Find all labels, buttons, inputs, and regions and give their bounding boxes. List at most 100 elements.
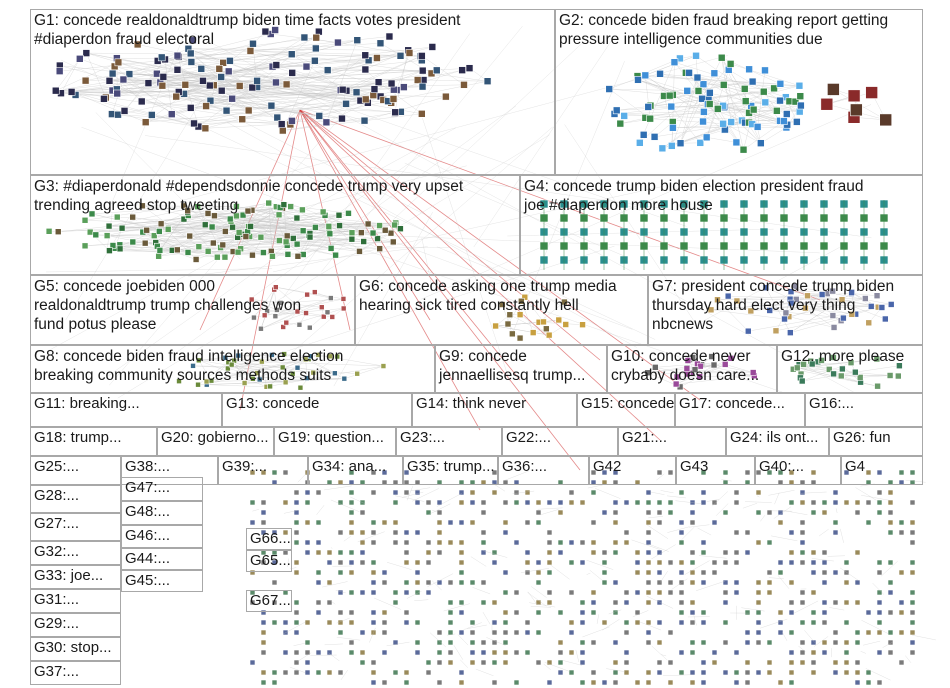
node bbox=[612, 509, 619, 516]
node bbox=[249, 519, 256, 526]
node bbox=[403, 619, 410, 626]
node bbox=[118, 224, 126, 232]
node bbox=[909, 639, 916, 646]
node bbox=[876, 599, 883, 606]
edge bbox=[178, 91, 396, 113]
node bbox=[370, 589, 377, 596]
node bbox=[195, 357, 202, 364]
node bbox=[282, 469, 289, 476]
node bbox=[418, 66, 427, 75]
node bbox=[392, 639, 399, 646]
node bbox=[887, 609, 894, 616]
node bbox=[843, 599, 850, 606]
node bbox=[281, 351, 288, 357]
edge bbox=[395, 495, 425, 502]
edge bbox=[790, 317, 844, 333]
node bbox=[403, 539, 410, 546]
node bbox=[447, 629, 454, 636]
node bbox=[345, 210, 352, 217]
edge bbox=[760, 127, 787, 144]
node bbox=[612, 549, 619, 556]
node bbox=[590, 669, 597, 676]
node bbox=[326, 599, 333, 606]
node bbox=[436, 529, 443, 536]
group-label-line: G33: joe... bbox=[34, 567, 104, 584]
edge bbox=[608, 551, 610, 553]
edge bbox=[108, 206, 198, 227]
edge bbox=[717, 299, 749, 332]
node bbox=[645, 499, 652, 506]
edge bbox=[431, 580, 442, 591]
edge bbox=[197, 206, 340, 216]
node bbox=[711, 519, 718, 526]
group-label-line: realdonaldtrump trump challenges won bbox=[34, 297, 302, 314]
node bbox=[898, 569, 905, 576]
node bbox=[524, 519, 531, 526]
group-label-line: G10: concede never bbox=[611, 348, 751, 365]
node bbox=[759, 87, 768, 96]
edge bbox=[769, 291, 792, 311]
node bbox=[370, 519, 377, 526]
node bbox=[458, 559, 465, 566]
node bbox=[612, 519, 619, 526]
node bbox=[311, 289, 318, 295]
node bbox=[392, 489, 399, 496]
edge bbox=[60, 58, 81, 94]
node bbox=[546, 589, 553, 596]
group-g47: G47:... bbox=[121, 477, 203, 501]
group-label: G37:... bbox=[34, 663, 79, 680]
node bbox=[568, 489, 575, 496]
node bbox=[137, 97, 146, 106]
edge bbox=[706, 499, 720, 502]
node bbox=[696, 373, 703, 380]
edge bbox=[760, 515, 766, 522]
node bbox=[683, 365, 691, 373]
edge bbox=[117, 114, 291, 125]
node bbox=[810, 669, 817, 676]
node bbox=[315, 519, 322, 526]
node bbox=[792, 296, 800, 303]
edge bbox=[912, 634, 936, 641]
node bbox=[656, 639, 663, 646]
node bbox=[282, 669, 289, 676]
edge bbox=[647, 372, 688, 375]
node bbox=[312, 224, 319, 231]
edge bbox=[793, 600, 819, 614]
node bbox=[898, 469, 905, 476]
node bbox=[810, 559, 817, 566]
node bbox=[546, 549, 553, 556]
group-label-line: G2: concede biden fraud breaking report … bbox=[559, 12, 889, 29]
node bbox=[403, 469, 410, 476]
node bbox=[304, 639, 311, 646]
node bbox=[678, 529, 685, 536]
node bbox=[370, 659, 377, 666]
node bbox=[645, 599, 652, 606]
node bbox=[848, 289, 855, 296]
node bbox=[623, 589, 630, 596]
group-label-line: nbcnews bbox=[652, 316, 714, 333]
node bbox=[256, 376, 263, 383]
node bbox=[491, 639, 498, 646]
edge bbox=[575, 649, 580, 662]
node bbox=[271, 529, 278, 536]
node bbox=[81, 76, 90, 85]
node bbox=[45, 228, 53, 235]
node bbox=[358, 229, 365, 236]
node bbox=[545, 331, 553, 339]
node bbox=[898, 479, 905, 486]
node bbox=[829, 312, 837, 319]
group-label: G33: joe... bbox=[34, 567, 103, 584]
group-g36: G36:... bbox=[498, 456, 589, 485]
edge bbox=[436, 246, 552, 295]
node bbox=[612, 479, 619, 486]
node bbox=[557, 539, 564, 546]
node bbox=[129, 238, 137, 246]
node bbox=[359, 479, 366, 486]
edge bbox=[427, 573, 454, 588]
node bbox=[722, 589, 729, 596]
node bbox=[337, 569, 344, 576]
node bbox=[156, 247, 164, 254]
node bbox=[568, 629, 575, 636]
node bbox=[847, 359, 855, 366]
node bbox=[337, 669, 344, 676]
